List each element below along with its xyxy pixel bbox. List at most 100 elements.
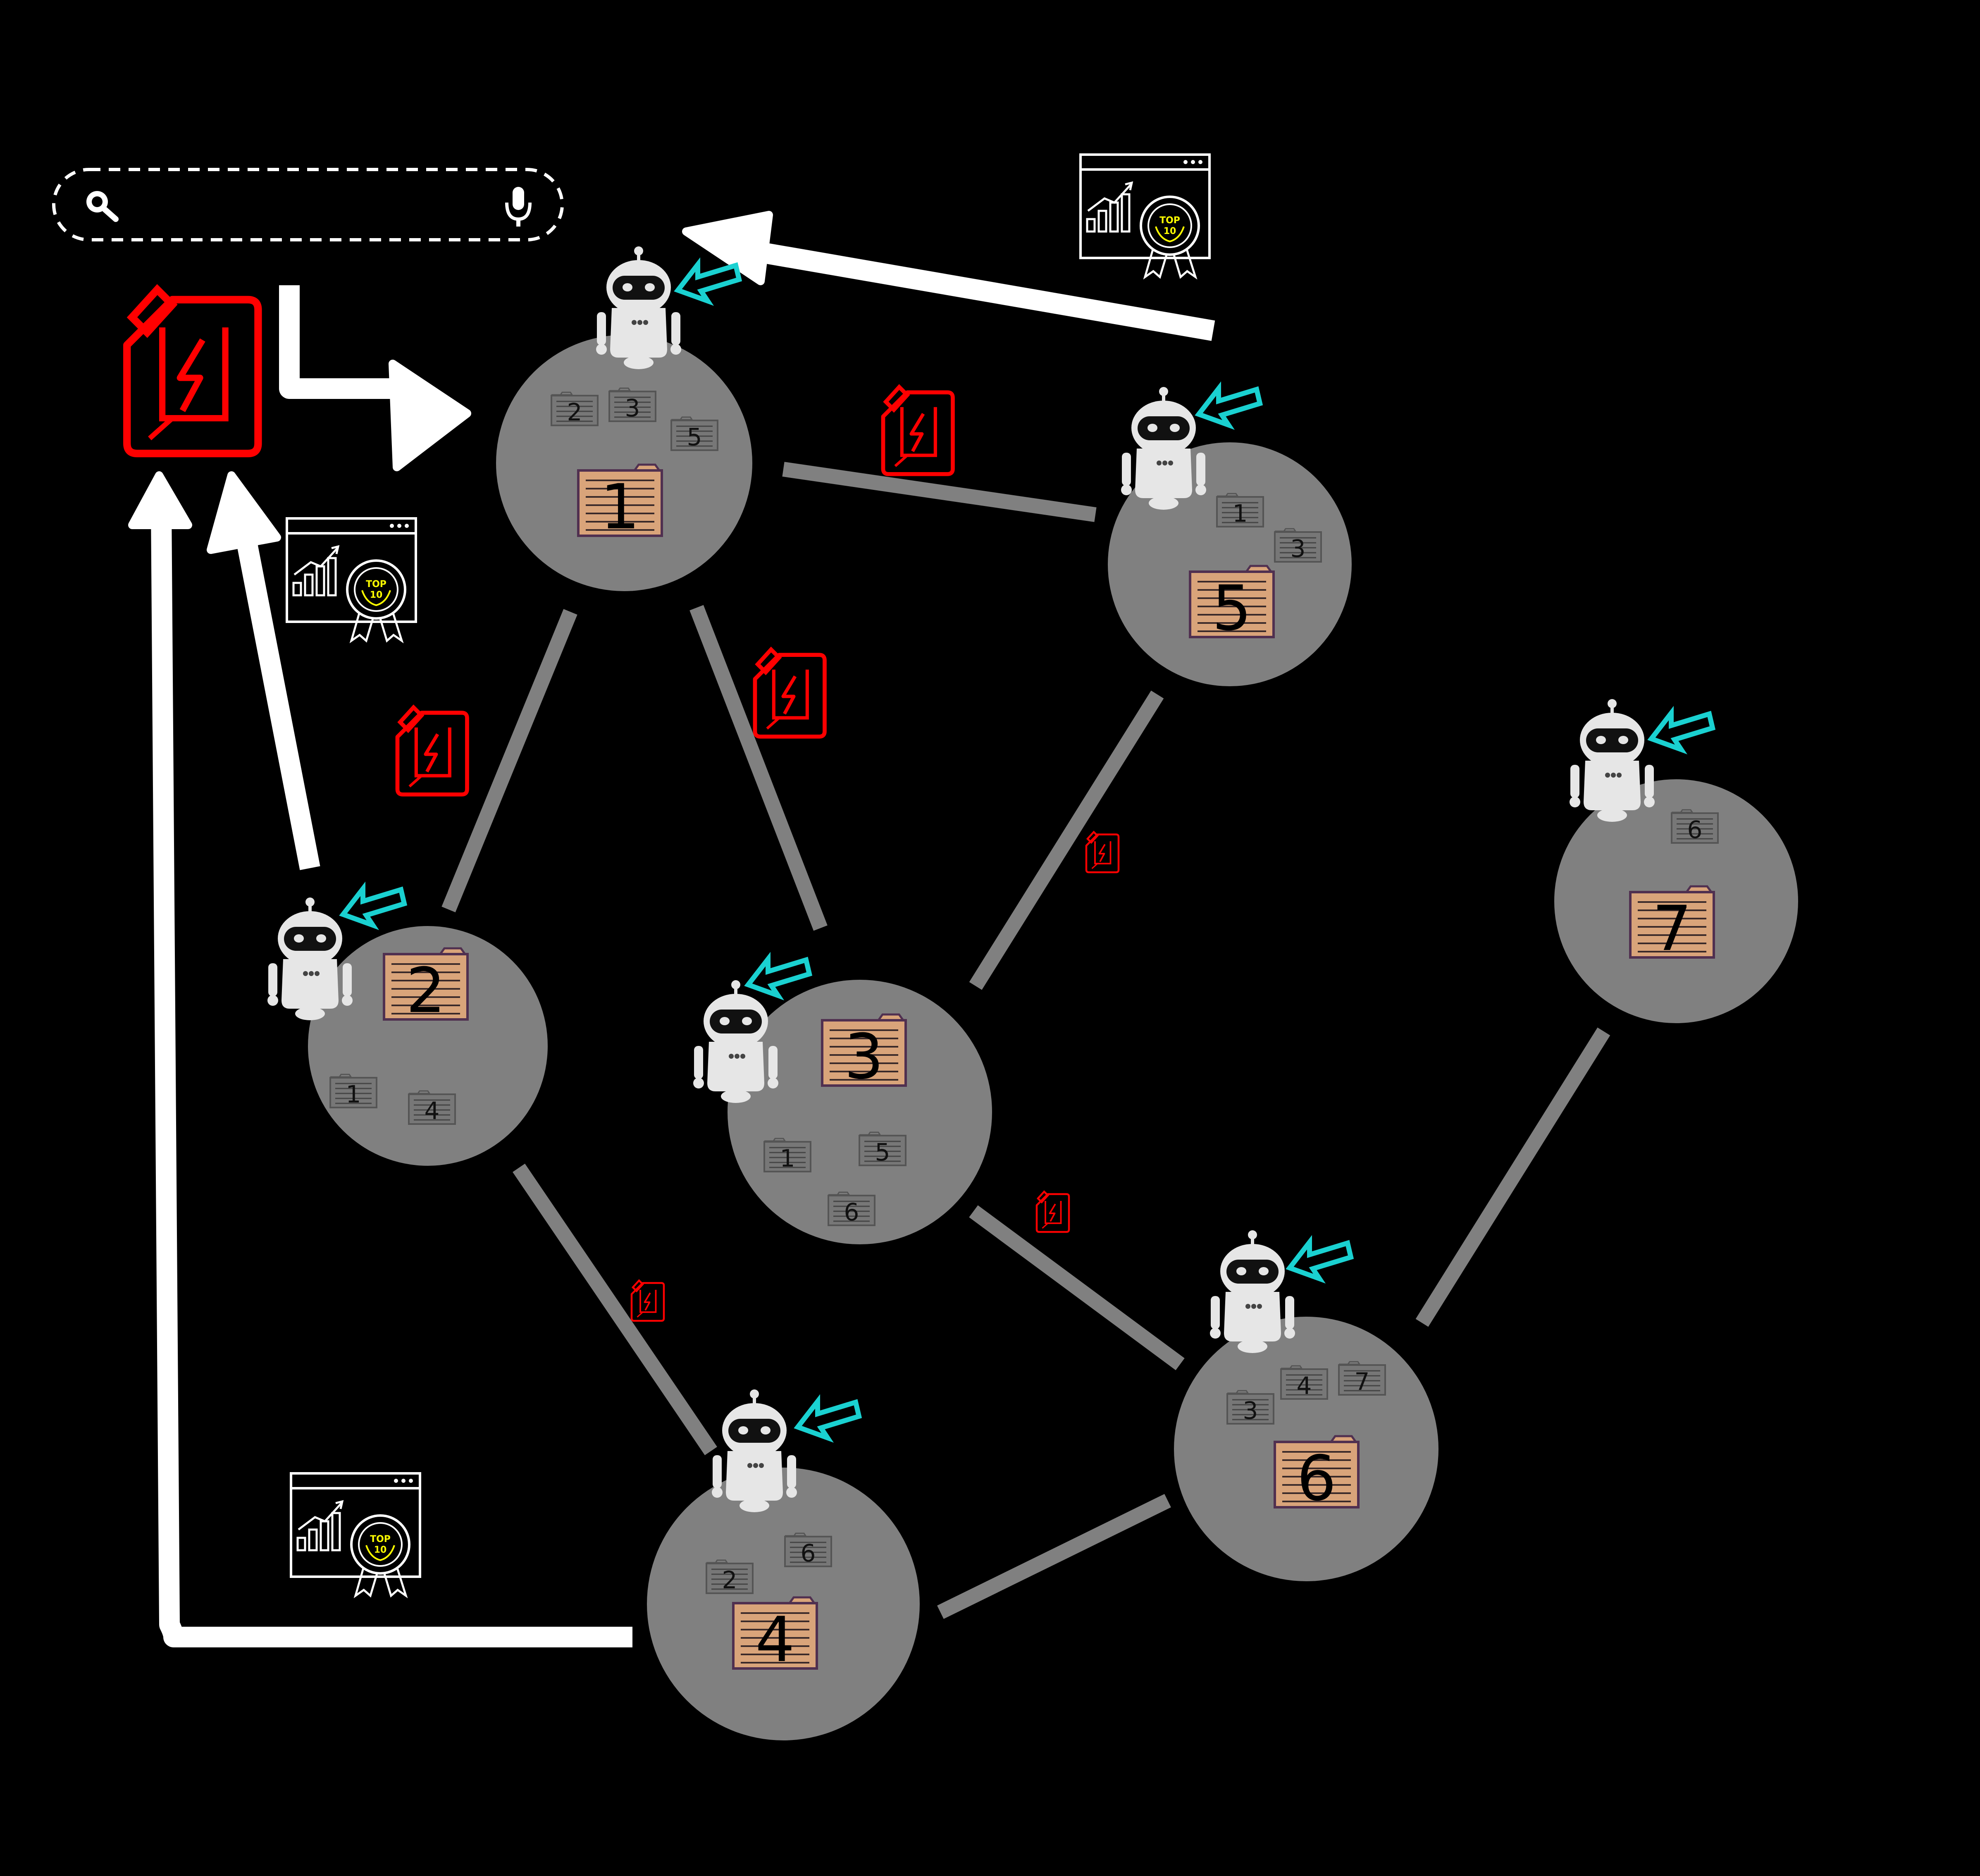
search-input[interactable] bbox=[52, 168, 564, 241]
fuel-can-icon bbox=[1037, 1192, 1069, 1232]
graph-nodes: 2 3 5 1 1 4 2 1 5 6 3 2 bbox=[267, 246, 1798, 1740]
node-2[interactable]: 1 4 2 bbox=[267, 889, 548, 1166]
microphone-icon[interactable] bbox=[505, 187, 532, 227]
node-label: 4 bbox=[755, 1604, 794, 1676]
fuel-can-icon bbox=[755, 649, 824, 737]
badge-line2: 10 bbox=[374, 1545, 387, 1555]
pointer-arrow-icon bbox=[748, 959, 809, 995]
page-ref: 7 bbox=[1355, 1368, 1370, 1396]
pointer-arrow-icon bbox=[678, 265, 739, 301]
flow-arrow-head bbox=[207, 471, 281, 554]
folder-icon: 7 bbox=[1630, 886, 1714, 965]
edge-3-6 bbox=[969, 1205, 1185, 1370]
pointer-arrow-icon bbox=[1199, 389, 1260, 425]
page-icon: 3 bbox=[608, 387, 656, 422]
fuel-can-icon bbox=[127, 290, 258, 454]
node-label: 6 bbox=[1297, 1443, 1336, 1515]
badge-line1: TOP bbox=[370, 1534, 391, 1544]
fuel-can-icon bbox=[883, 387, 952, 474]
page-ref: 4 bbox=[425, 1097, 440, 1125]
badge-line2: 10 bbox=[370, 590, 383, 600]
pointer-arrow-icon bbox=[1290, 1242, 1351, 1279]
page-icon: 1 bbox=[1216, 493, 1264, 527]
node-label: 2 bbox=[406, 955, 445, 1027]
ranking-chart-icon: TOP 10 bbox=[287, 518, 416, 641]
page-icon: 7 bbox=[1338, 1361, 1386, 1396]
page-ref: 5 bbox=[875, 1138, 890, 1166]
flow-arrows bbox=[128, 211, 1215, 1647]
page-icon: 4 bbox=[408, 1090, 456, 1125]
page-ref: 4 bbox=[1297, 1372, 1312, 1400]
folder-icon: 6 bbox=[1275, 1436, 1358, 1515]
node-label: 3 bbox=[844, 1021, 883, 1093]
page-ref: 5 bbox=[687, 423, 702, 451]
edge-1-3 bbox=[689, 605, 828, 931]
flow-arrow-5-to-1 bbox=[734, 238, 1215, 341]
node-4[interactable]: 2 6 4 bbox=[647, 1389, 920, 1740]
page-ref: 3 bbox=[1243, 1396, 1258, 1425]
pointer-arrow-icon bbox=[798, 1401, 859, 1438]
node-circle bbox=[728, 980, 992, 1244]
node-label: 7 bbox=[1652, 893, 1691, 965]
search-icon[interactable] bbox=[86, 191, 119, 222]
node-1[interactable]: 2 3 5 1 bbox=[496, 246, 752, 591]
folder-icon: 3 bbox=[822, 1014, 906, 1093]
page-ref: 3 bbox=[1291, 535, 1306, 563]
badge-line1: TOP bbox=[366, 579, 386, 590]
page-ref: 6 bbox=[801, 1539, 816, 1567]
ranking-chart-icon: TOP 10 bbox=[291, 1473, 420, 1596]
folder-icon: 5 bbox=[1190, 566, 1274, 644]
page-icon: 6 bbox=[1671, 809, 1719, 844]
graph-edges bbox=[441, 462, 1610, 1619]
page-icon: 1 bbox=[763, 1138, 811, 1172]
page-icon: 5 bbox=[670, 416, 718, 451]
badge-line2: 10 bbox=[1164, 226, 1176, 236]
page-icon: 3 bbox=[1226, 1390, 1274, 1425]
pointer-arrow-icon bbox=[343, 889, 404, 925]
folder-icon: 2 bbox=[384, 948, 468, 1027]
edge-1-2 bbox=[441, 609, 577, 912]
node-circle bbox=[496, 335, 752, 591]
fuel-can-icon bbox=[1086, 832, 1119, 873]
page-ref: 6 bbox=[844, 1198, 859, 1226]
flow-arrow-head bbox=[682, 211, 773, 285]
page-icon: 1 bbox=[329, 1074, 377, 1108]
page-icon: 4 bbox=[1280, 1365, 1328, 1400]
flow-arrow-2-to-fuel bbox=[231, 515, 320, 870]
page-ref: 1 bbox=[1233, 499, 1248, 527]
edge-2-4 bbox=[513, 1163, 717, 1456]
edge-5-3 bbox=[969, 690, 1164, 990]
page-icon: 2 bbox=[706, 1559, 754, 1594]
search-bar[interactable] bbox=[52, 168, 564, 241]
page-ref: 6 bbox=[1687, 816, 1703, 844]
page-icon: 2 bbox=[551, 391, 599, 426]
page-icon: 5 bbox=[859, 1131, 907, 1166]
flow-arrow-head bbox=[389, 360, 471, 471]
page-icon: 6 bbox=[784, 1532, 832, 1567]
folder-icon: 1 bbox=[578, 465, 662, 543]
node-7[interactable]: 6 7 bbox=[1554, 699, 1798, 1023]
page-ref: 1 bbox=[780, 1144, 795, 1172]
pointer-arrow-icon bbox=[1651, 713, 1713, 749]
page-icon: 3 bbox=[1274, 528, 1322, 563]
edge-1-5 bbox=[782, 462, 1097, 522]
folder-icon: 4 bbox=[733, 1597, 817, 1676]
edge-6-7 bbox=[1415, 1027, 1610, 1327]
flow-arrow-head bbox=[128, 471, 192, 529]
node-3[interactable]: 1 5 6 3 bbox=[693, 959, 992, 1244]
fuel-can-icon bbox=[632, 1281, 664, 1321]
node-label: 1 bbox=[600, 471, 639, 543]
node-5[interactable]: 1 3 5 bbox=[1108, 387, 1352, 686]
page-icon: 6 bbox=[828, 1191, 875, 1226]
flow-arrow-fuel-to-1 bbox=[279, 285, 405, 399]
edge-4-6 bbox=[937, 1494, 1171, 1619]
page-ref: 2 bbox=[567, 398, 582, 426]
page-ref: 3 bbox=[625, 394, 640, 422]
ranking-chart-icon: TOP 10 bbox=[1081, 155, 1209, 277]
flow-arrow-4-to-fuel bbox=[151, 508, 632, 1647]
page-ref: 1 bbox=[346, 1080, 361, 1108]
node-label: 5 bbox=[1212, 573, 1251, 644]
fuel-can-icon bbox=[397, 707, 467, 795]
node-6[interactable]: 3 4 7 6 bbox=[1174, 1230, 1438, 1581]
